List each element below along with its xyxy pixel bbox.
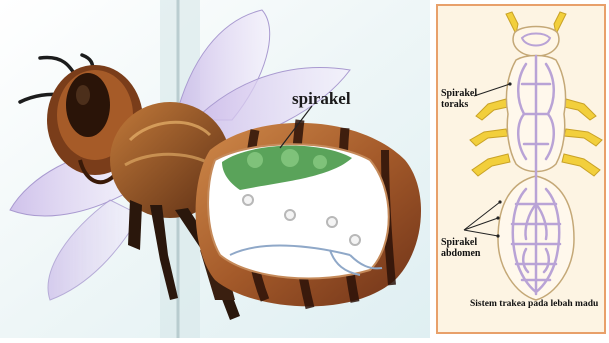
spirakel-toraks-text: Spirakel toraks bbox=[441, 89, 485, 110]
bee-drawing bbox=[0, 0, 430, 338]
compound-eye bbox=[66, 73, 110, 137]
trachea-drawing bbox=[436, 4, 606, 334]
bee-cutaway-illustration bbox=[0, 0, 430, 338]
trachea-system-diagram bbox=[436, 4, 606, 334]
spirakel-toraks-label: Spirakel toraks bbox=[441, 89, 485, 110]
diagram-head bbox=[513, 27, 559, 57]
spirakel-abdomen-text: Spirakel abdomen bbox=[441, 238, 491, 259]
spirakel-label: spirakel bbox=[292, 90, 351, 108]
spirakel-abdomen-label: Spirakel abdomen bbox=[441, 238, 491, 259]
diagram-caption: Sistem trakea pada lebah madu bbox=[470, 300, 609, 310]
